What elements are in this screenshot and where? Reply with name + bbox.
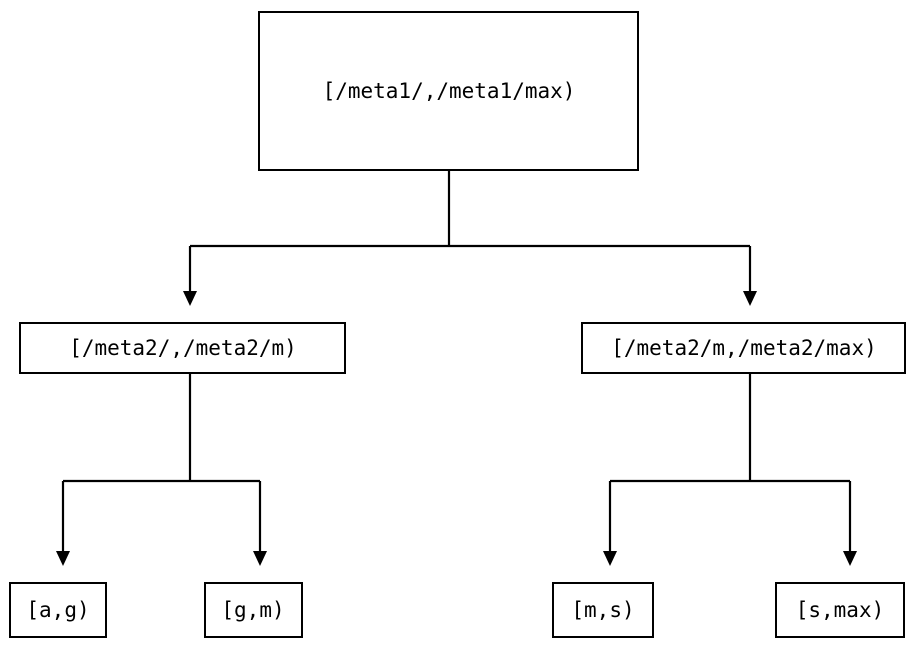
node-leaf-a-label: [a,g)	[26, 598, 89, 622]
node-leaf-d[interactable]: [s,max)	[775, 582, 905, 638]
edge-root-to-mid-left	[183, 170, 750, 306]
node-mid-right-box[interactable]	[581, 322, 906, 374]
node-mid-right[interactable]: [/meta2/m,/meta2/max)	[581, 322, 906, 374]
node-mid-left-label: [/meta2/,/meta2/m)	[69, 336, 297, 360]
arrow-head-mid-right	[743, 291, 757, 306]
node-mid-right-label: [/meta2/m,/meta2/max)	[611, 336, 877, 360]
edge-mid-right-to-leaves	[603, 373, 857, 566]
node-mid-left-box[interactable]	[19, 322, 346, 374]
node-mid-left[interactable]: [/meta2/,/meta2/m)	[19, 322, 346, 374]
node-leaf-b-box[interactable]	[204, 582, 303, 638]
node-leaf-a[interactable]: [a,g)	[9, 582, 107, 638]
node-leaf-d-label: [s,max)	[796, 598, 885, 622]
edge-mid-left-to-leaves	[56, 373, 267, 566]
node-leaf-b-label: [g,m)	[221, 598, 284, 622]
node-leaf-b[interactable]: [g,m)	[204, 582, 303, 638]
node-leaf-d-box[interactable]	[775, 582, 905, 638]
arrow-head-leaf-c	[603, 551, 617, 566]
node-root[interactable]: [/meta1/,/meta1/max)	[258, 11, 639, 171]
arrow-head-leaf-a	[56, 551, 70, 566]
arrow-head-leaf-d	[843, 551, 857, 566]
node-leaf-a-box[interactable]	[9, 582, 107, 638]
arrow-head-mid-left	[183, 291, 197, 306]
arrow-head-leaf-b	[253, 551, 267, 566]
node-leaf-c-label: [m,s)	[571, 598, 634, 622]
node-root-label: [/meta1/,/meta1/max)	[323, 79, 576, 103]
edge-root-to-mid-right	[743, 246, 757, 306]
node-leaf-c[interactable]: [m,s)	[552, 582, 654, 638]
node-root-box[interactable]	[258, 11, 639, 171]
node-leaf-c-box[interactable]	[552, 582, 654, 638]
